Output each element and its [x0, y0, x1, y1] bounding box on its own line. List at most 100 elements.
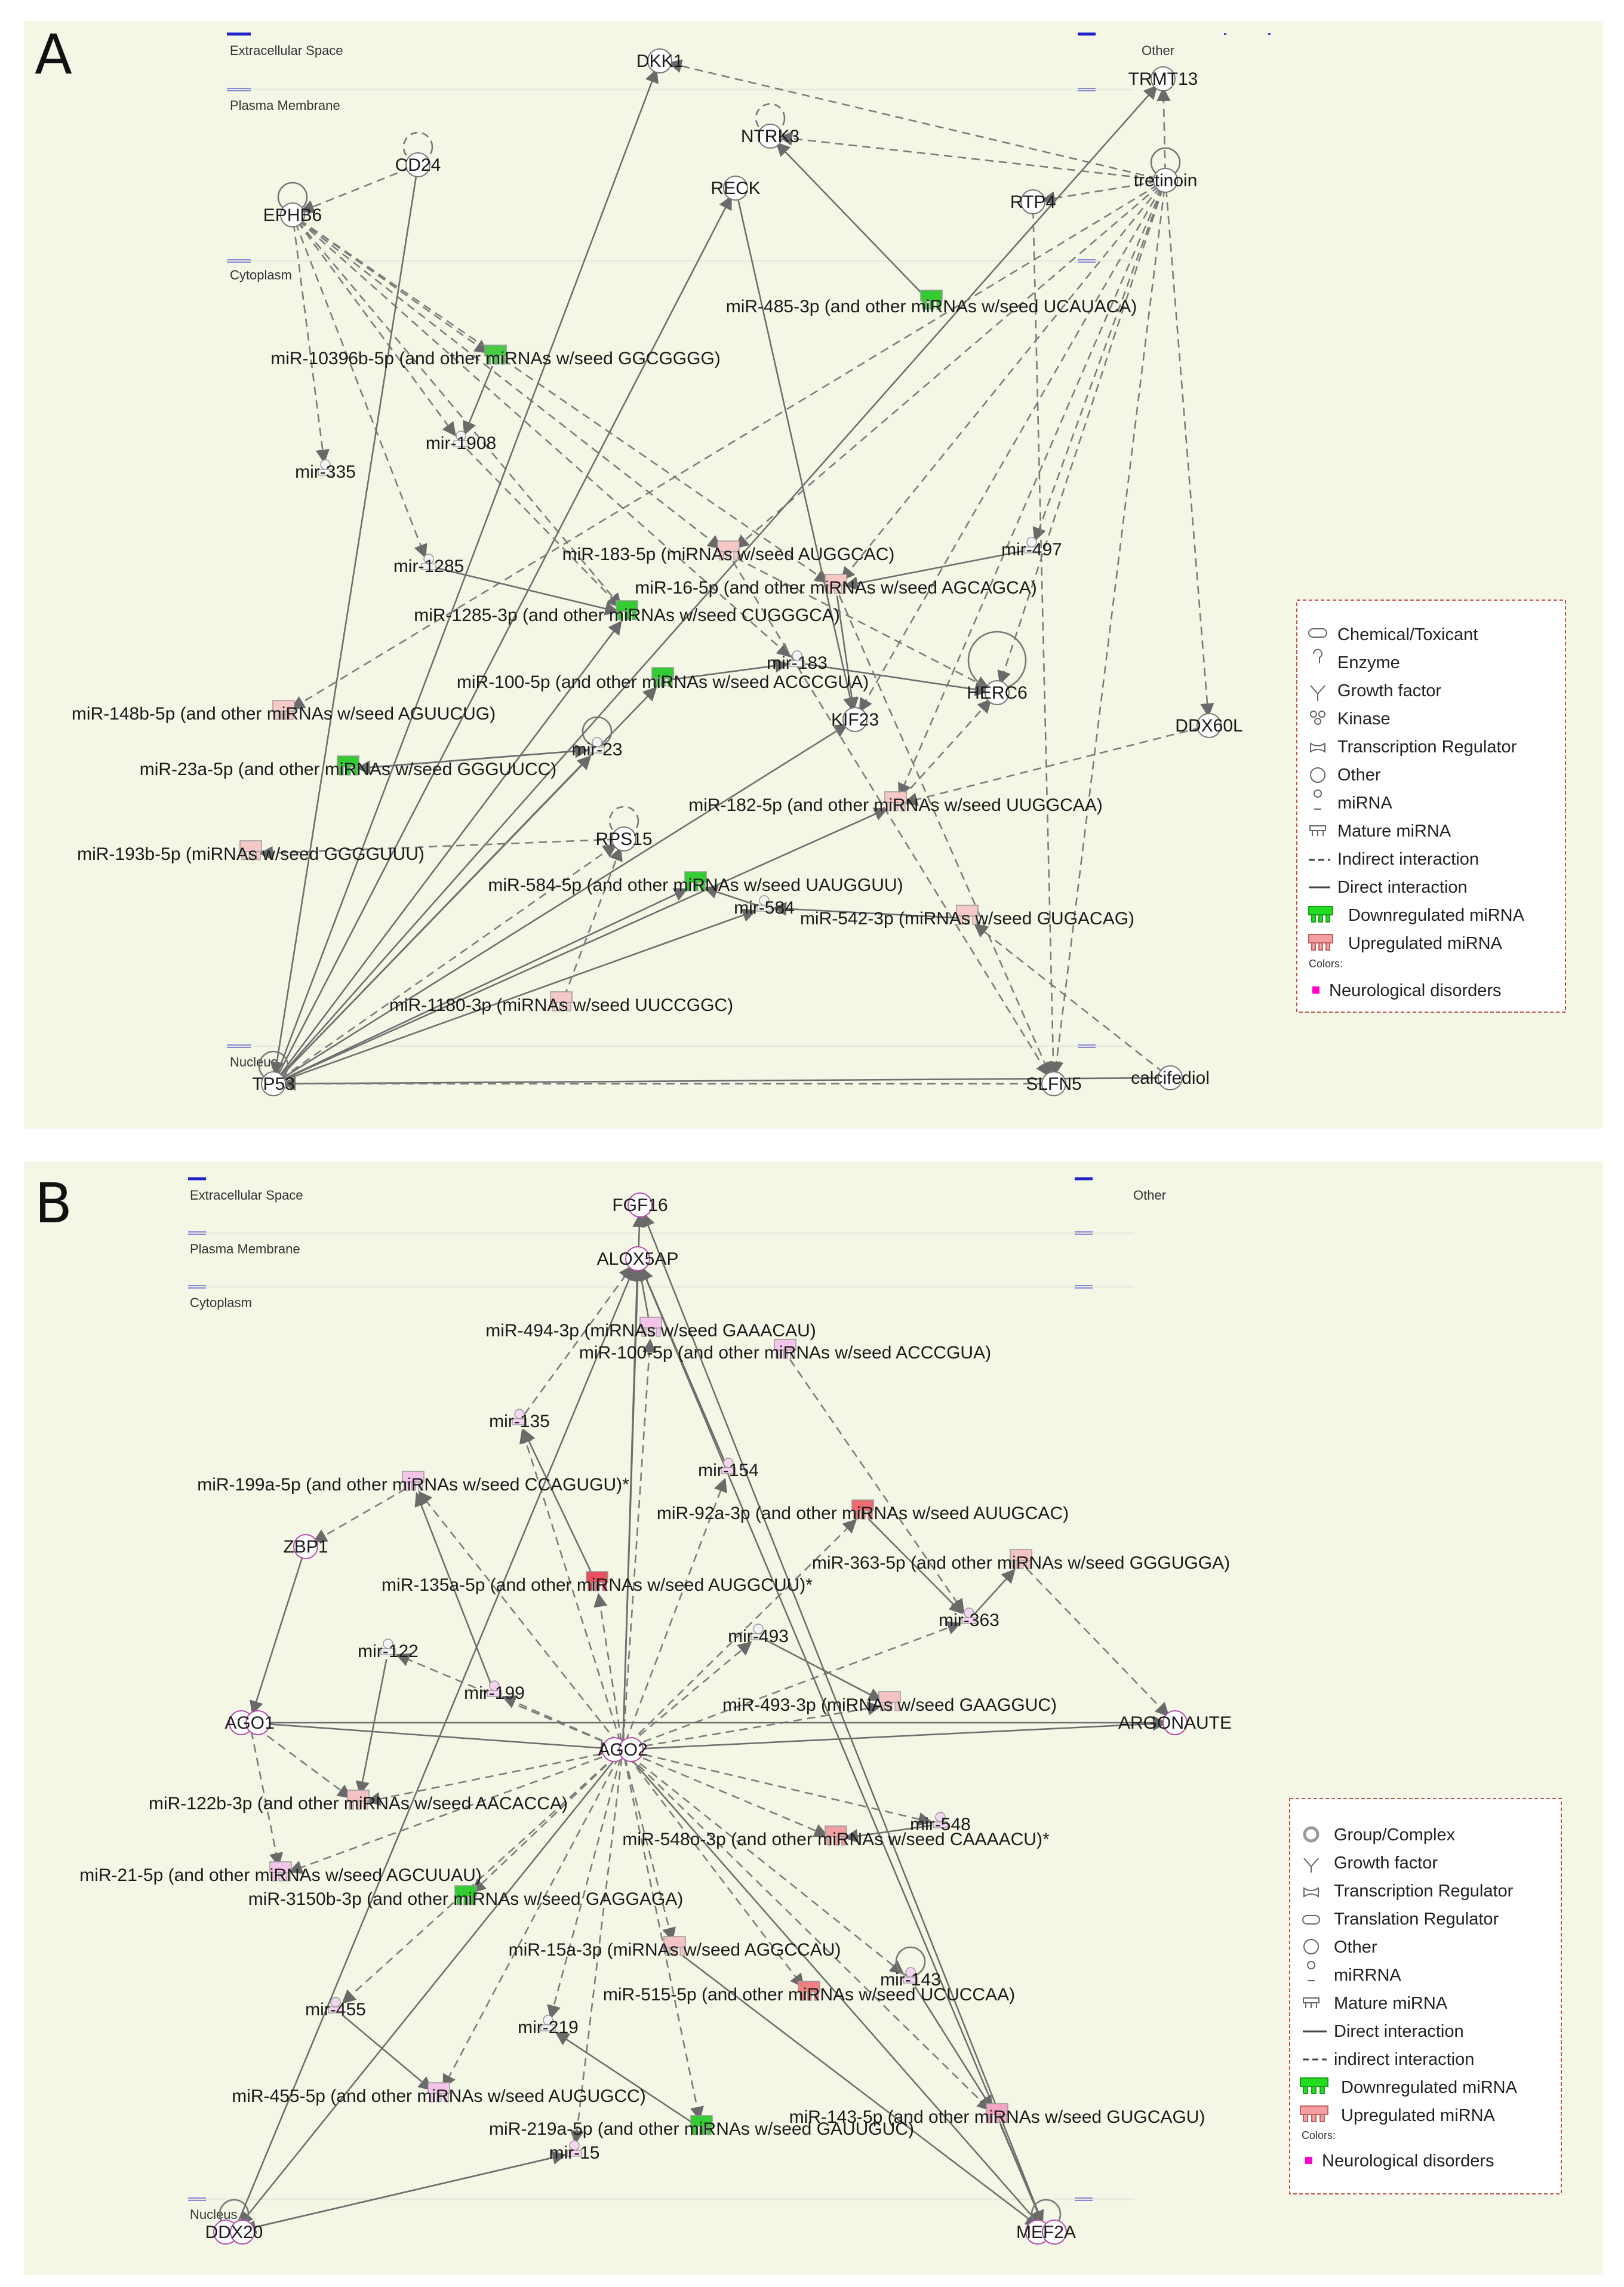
legend-b-item: Direct interaction [1334, 2022, 1464, 2041]
node-mir199[interactable]: mir-199 [464, 1680, 525, 1703]
node-m363[interactable]: miR-363-5p (and other miRNAs w/seed GGGU… [812, 1549, 1230, 1573]
node-trmt13[interactable]: TRMT13 [1128, 66, 1198, 91]
direct-interaction-edge [257, 1722, 615, 1756]
indirect-interaction-edge [593, 1593, 623, 1742]
growth-factor-icon [1310, 685, 1325, 701]
node-mir23[interactable]: mir-23 [571, 737, 623, 760]
node-m183[interactable]: miR-183-5p (miRNAs w/seed AUGGCAC) [562, 540, 895, 564]
node-m148[interactable]: miR-148b-5p (and other miRNAs w/seed AGU… [72, 700, 496, 724]
node-ddx60l[interactable]: DDX60L [1175, 713, 1243, 738]
node-m1180[interactable]: miR-1180-3p (miRNAs w/seed UUCCGGC) [389, 991, 733, 1015]
node-label: EPHB6 [263, 205, 322, 225]
node-calcifediol[interactable]: calcifediol [1131, 1065, 1210, 1090]
node-dkk1[interactable]: DKK1 [636, 48, 683, 73]
legend-b-item: Other [1334, 1938, 1377, 1957]
node-m15a[interactable]: miR-15a-3p (miRNAs w/seed AGGCCAU) [509, 1936, 841, 1960]
node-m219a[interactable]: miR-219a-5p (and other miRNAs w/seed GAU… [489, 2115, 914, 2139]
direct-interaction-edge [555, 2031, 696, 2125]
indirect-interaction-edge [259, 838, 616, 860]
node-argonaute[interactable]: ARGONAUTE [1118, 1710, 1232, 1735]
node-rps15[interactable]: RPS15 [595, 826, 653, 852]
node-m485[interactable]: miR-485-3p (and other miRNAs w/seed UCAU… [726, 290, 1137, 316]
node-mir335[interactable]: mir-335 [295, 459, 356, 482]
node-label: miR-148b-5p (and other miRNAs w/seed AGU… [72, 704, 496, 724]
node-m16[interactable]: miR-16-5p (and other miRNAs w/seed AGCAG… [635, 574, 1037, 598]
node-ago1[interactable]: AGO1 [224, 1710, 275, 1735]
node-m515[interactable]: miR-515-5p (and other miRNAs w/seed UCUC… [603, 1981, 1015, 2005]
node-mir15[interactable]: mir-15 [549, 2140, 600, 2163]
node-mir1908[interactable]: mir-1908 [426, 431, 496, 453]
node-mir1285[interactable]: mir-1285 [393, 554, 464, 576]
node-label: miR-16-5p (and other miRNAs w/seed AGCAG… [635, 578, 1037, 598]
node-m584[interactable]: miR-584-5p (and other miRNAs w/seed UAUG… [488, 871, 903, 895]
indirect-interaction-edge [629, 1754, 905, 1975]
node-mir363[interactable]: mir-363 [939, 1607, 999, 1630]
node-alox5ap[interactable]: ALOX5AP [597, 1246, 679, 1271]
node-m455[interactable]: miR-455-5p (and other miRNAs w/seed AUGU… [232, 2082, 646, 2106]
node-mir219[interactable]: mir-219 [518, 2015, 579, 2037]
node-m182[interactable]: miR-182-5p (and other miRNAs w/seed UUGG… [688, 791, 1103, 815]
node-m494[interactable]: miR-494-3p (miRNAs w/seed GAAACAU) [485, 1317, 816, 1341]
node-zbp1[interactable]: ZBP1 [283, 1534, 328, 1559]
node-ago2[interactable]: AGO2 [598, 1737, 648, 1762]
region-nucleus-b: Nucleus [190, 2207, 237, 2222]
node-tretinoin[interactable]: tretinoin [1134, 168, 1198, 193]
node-rtp4[interactable]: RTP4 [1010, 189, 1056, 214]
node-m122b[interactable]: miR-122b-3p (and other miRNAs w/seed AAC… [149, 1790, 568, 1813]
node-label: miR-363-5p (and other miRNAs w/seed GGGU… [812, 1553, 1230, 1573]
node-label: TRMT13 [1128, 69, 1198, 89]
node-m493[interactable]: miR-493-3p (miRNAs w/seed GAAGGUC) [722, 1691, 1057, 1715]
node-mir455[interactable]: mir-455 [305, 1997, 366, 2019]
self-loop-edge [402, 131, 433, 162]
node-ddx20[interactable]: DDX20 [205, 2220, 263, 2245]
node-m92a[interactable]: miR-92a-3p (and other miRNAs w/seed AUUG… [657, 1499, 1069, 1523]
node-fgf16[interactable]: FGF16 [612, 1192, 668, 1218]
indirect-interaction-edge [288, 1751, 616, 1874]
node-cd24[interactable]: CD24 [395, 152, 441, 177]
node-reck[interactable]: RECK [710, 176, 761, 201]
interaction-edges [219, 59, 1214, 2234]
node-m21[interactable]: miR-21-5p (and other miRNAs w/seed AGCUU… [79, 1861, 482, 1885]
direct-interaction-edge [776, 142, 927, 298]
node-mir493[interactable]: mir-493 [728, 1624, 789, 1646]
node-kif23[interactable]: KIF23 [831, 707, 879, 732]
node-label: miR-122b-3p (and other miRNAs w/seed AAC… [149, 1794, 568, 1813]
indirect-interaction-edge [630, 1752, 829, 1837]
node-mir143[interactable]: mir-143 [880, 1967, 941, 1990]
node-mef2a[interactable]: MEF2A [1016, 2220, 1076, 2245]
node-mir135[interactable]: mir-135 [489, 1409, 550, 1431]
node-m199a[interactable]: miR-199a-5p (and other miRNAs w/seed CCA… [197, 1471, 629, 1495]
node-mir584[interactable]: mir-584 [734, 895, 795, 918]
node-tp53[interactable]: TP53 [252, 1071, 295, 1096]
legend-b-item: Translation Regulator [1334, 1910, 1499, 1929]
node-m143[interactable]: miR-143-5p (and other miRNAs w/seed GUGC… [789, 2103, 1205, 2127]
indirect-interaction-edge [735, 557, 990, 689]
legend-a-item: Upregulated miRNA [1348, 934, 1503, 953]
legend-b-item: Downregulated miRNA [1341, 2078, 1518, 2097]
node-ephb6[interactable]: EPHB6 [263, 202, 322, 228]
direct-interaction-edge [242, 2153, 567, 2234]
node-m548o[interactable]: miR-548o-3p (and other miRNAs w/seed CAA… [622, 1825, 1050, 1849]
node-label: mir-143 [880, 1970, 941, 1990]
node-label: miR-515-5p (and other miRNAs w/seed UCUC… [603, 1985, 1015, 2005]
node-m10396[interactable]: miR-10396b-5p (and other miRNAs w/seed G… [270, 345, 721, 368]
node-herc6[interactable]: HERC6 [967, 680, 1028, 705]
node-mir548[interactable]: mir-548 [910, 1812, 971, 1834]
node-m542[interactable]: miR-542-3p (miRNAs w/seed GUGACAG) [800, 905, 1134, 929]
node-m1285[interactable]: miR-1285-3p (and other miRNAs w/seed CUG… [414, 600, 840, 625]
node-m100[interactable]: miR-100-5p (and other miRNAs w/seed ACCC… [457, 667, 869, 692]
node-m3150[interactable]: miR-3150b-3p (and other miRNAs w/seed GA… [248, 1885, 684, 1909]
node-m23a[interactable]: miR-23a-5p (and other miRNAs w/seed GGGU… [140, 755, 557, 779]
node-ntrk3[interactable]: NTRK3 [741, 124, 799, 149]
node-m135a[interactable]: miR-135a-5p (and other miRNAs w/seed AUG… [382, 1571, 813, 1595]
node-slfn5[interactable]: SLFN5 [1026, 1071, 1082, 1096]
node-label: miR-15a-3p (miRNAs w/seed AGGCCAU) [509, 1940, 841, 1960]
node-mir154[interactable]: mir-154 [698, 1458, 759, 1480]
node-label: DDX60L [1175, 716, 1242, 736]
node-m100b[interactable]: miR-100-5p (and other miRNAs w/seed ACCC… [579, 1339, 991, 1363]
node-m193[interactable]: miR-193b-5p (miRNAs w/seed GGGGUUU) [77, 840, 425, 864]
direct-interaction-edge [999, 2124, 1044, 2225]
node-mir183[interactable]: mir-183 [767, 650, 828, 673]
node-mir497[interactable]: mir-497 [1001, 537, 1062, 560]
node-mir122[interactable]: mir-122 [358, 1639, 419, 1661]
